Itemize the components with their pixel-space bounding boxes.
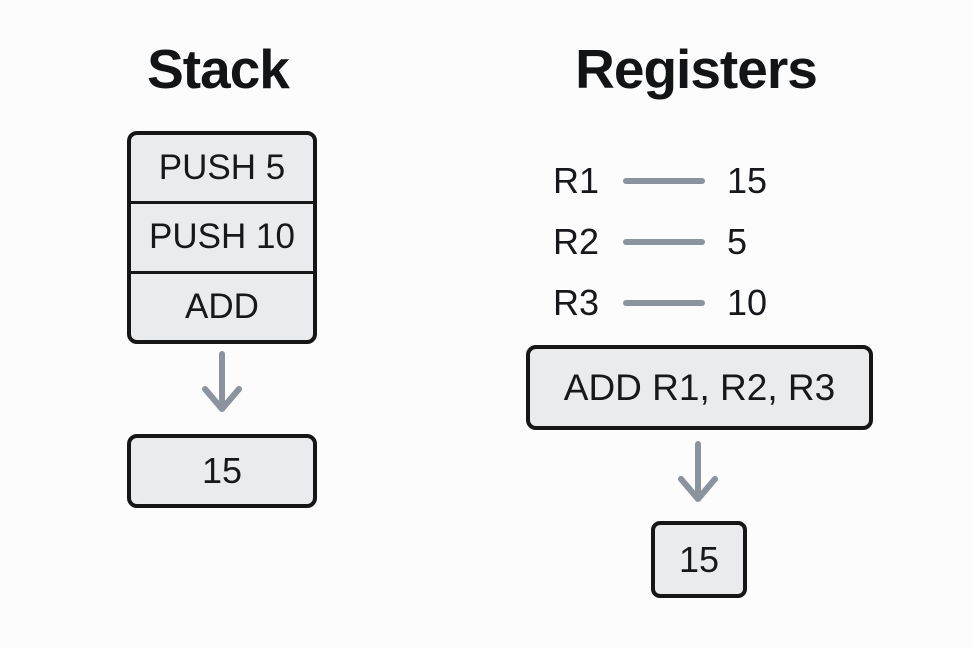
register-value: 15 <box>727 160 768 201</box>
stack-section-title: Stack <box>147 38 290 100</box>
stack-instruction-cell: ADD <box>131 270 313 340</box>
stack-instructions-box: PUSH 5 PUSH 10 ADD <box>127 131 317 344</box>
registers-result-box: 15 <box>651 521 747 598</box>
arrow-down-icon <box>202 351 242 412</box>
register-name: R3 <box>553 282 600 323</box>
register-instruction-box: ADD R1, R2, R3 <box>526 345 873 430</box>
register-connector-line <box>623 178 705 184</box>
register-value: 5 <box>727 221 748 262</box>
register-connector-line <box>623 300 705 306</box>
stack-result-box: 15 <box>127 434 317 508</box>
register-value: 10 <box>727 282 768 323</box>
stack-instruction-cell: PUSH 10 <box>131 201 313 270</box>
register-row: R2 5 <box>553 220 767 264</box>
register-name: R1 <box>553 160 600 201</box>
register-value-list: R1 15 R2 5 R3 10 <box>553 159 767 325</box>
register-row: R3 10 <box>553 281 767 325</box>
arrow-down-icon <box>678 441 718 502</box>
register-row: R1 15 <box>553 159 767 203</box>
stack-instruction-cell: PUSH 5 <box>158 148 286 188</box>
register-connector-line <box>623 239 705 245</box>
registers-section-title: Registers <box>575 38 818 100</box>
register-name: R2 <box>553 221 600 262</box>
